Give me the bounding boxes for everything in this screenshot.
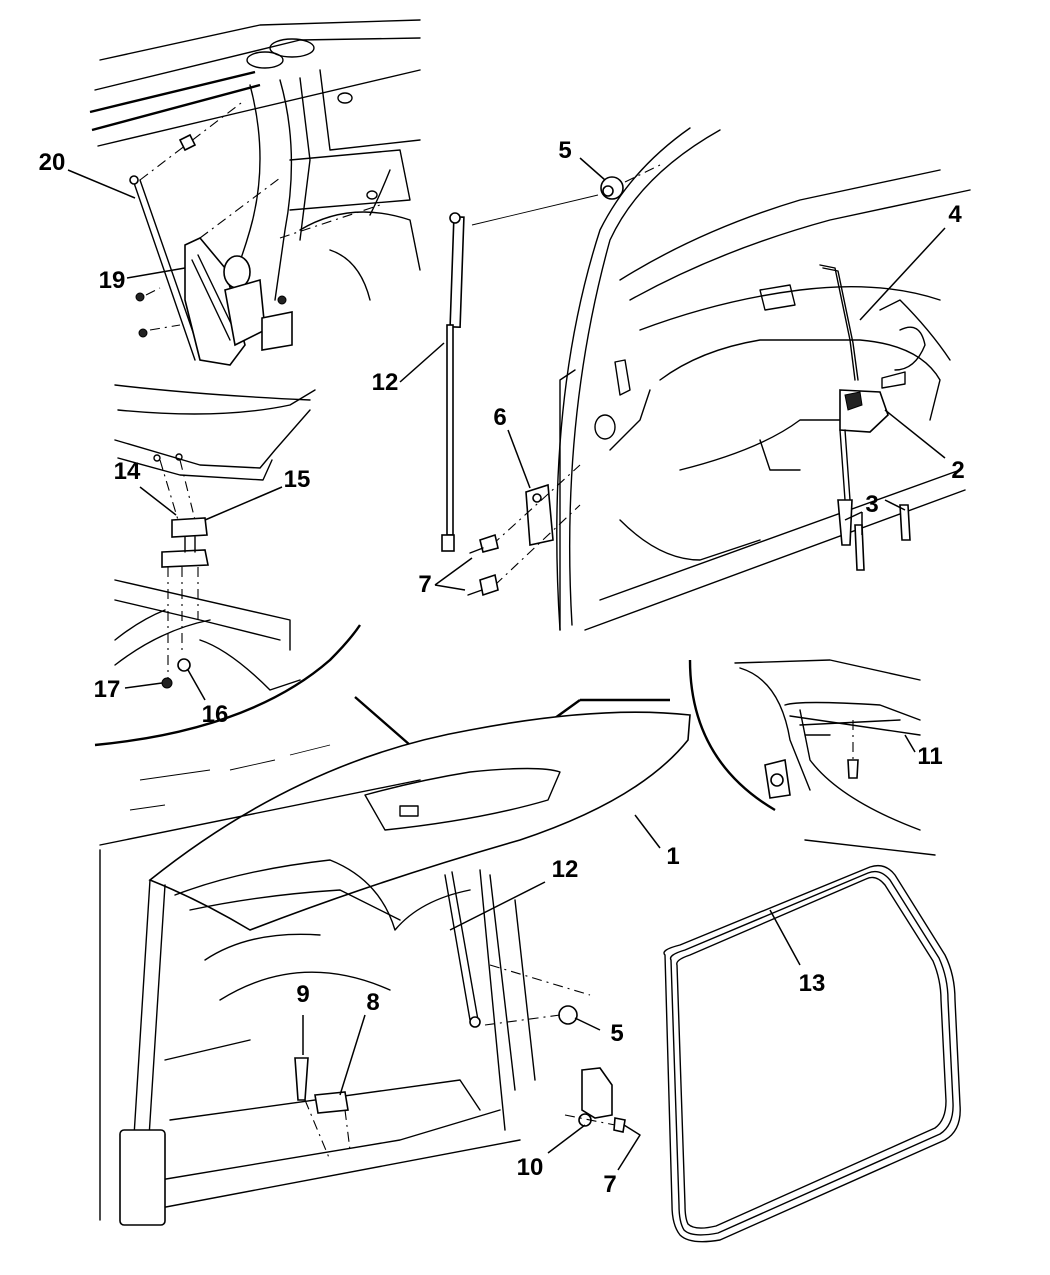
callout-4[interactable]: 4 <box>948 201 962 228</box>
callout-10[interactable]: 10 <box>516 1154 544 1181</box>
power-liftgate-motor-view <box>89 19 421 366</box>
support-cylinder-top <box>441 194 599 552</box>
callout-6[interactable]: 6 <box>493 404 507 431</box>
callout-19[interactable]: 19 <box>98 267 126 294</box>
callout-5-lower[interactable]: 5 <box>610 1020 624 1047</box>
nut-top <box>600 164 661 200</box>
callout-13[interactable]: 13 <box>798 970 826 997</box>
callout-1[interactable]: 1 <box>666 843 680 870</box>
hinge-view <box>94 384 361 747</box>
callout-12-upper[interactable]: 12 <box>371 369 399 396</box>
callout-14[interactable]: 14 <box>113 458 141 485</box>
liftgate-inner-panel-view <box>556 127 971 631</box>
callout-15[interactable]: 15 <box>283 466 311 493</box>
callout-16[interactable]: 16 <box>201 701 229 728</box>
callout-8[interactable]: 8 <box>366 989 380 1016</box>
callout-7-lower[interactable]: 7 <box>603 1171 617 1198</box>
callout-3[interactable]: 3 <box>865 491 879 518</box>
callout-9[interactable]: 9 <box>296 981 310 1008</box>
callout-17[interactable]: 17 <box>93 676 121 703</box>
vehicle-rear-view <box>99 711 691 1226</box>
callout-20[interactable]: 20 <box>38 149 66 176</box>
callout-11[interactable]: 11 <box>917 743 943 770</box>
latch-striker-view <box>688 659 936 856</box>
leader-lines <box>67 157 946 1171</box>
strut-bracket-upper <box>467 464 581 597</box>
weatherstrip-seal <box>663 864 961 1243</box>
callout-5-upper[interactable]: 5 <box>558 137 572 164</box>
callout-7-upper[interactable]: 7 <box>418 571 432 598</box>
callout-12-lower[interactable]: 12 <box>551 856 579 883</box>
callout-2[interactable]: 2 <box>951 457 965 484</box>
